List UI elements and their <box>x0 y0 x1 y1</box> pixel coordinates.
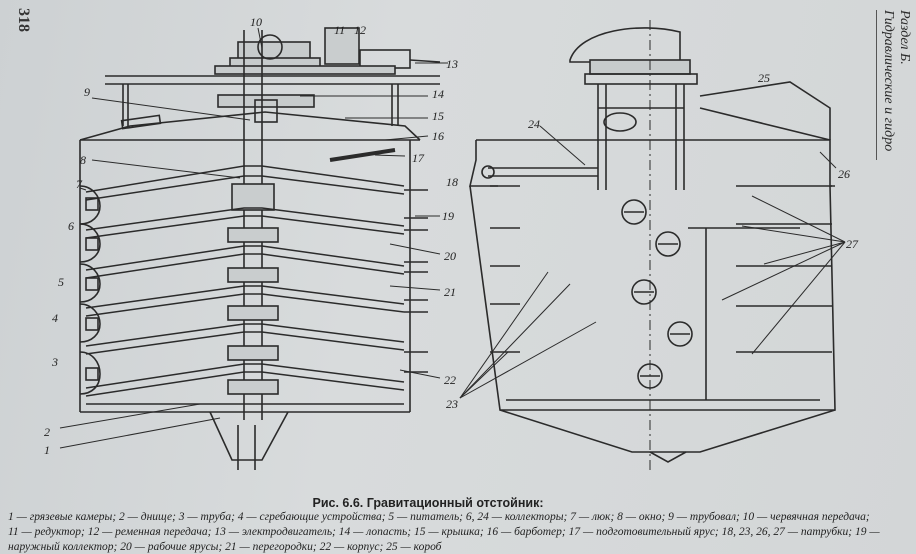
callout-18: 18 <box>446 175 458 189</box>
callout-24: 24 <box>528 117 540 131</box>
caption-title: Рис. 6.6. Гравитационный отстойник: <box>312 496 544 510</box>
callout-16: 16 <box>432 129 444 143</box>
cover <box>79 111 421 162</box>
callout-11: 11 <box>334 23 345 37</box>
callout-12: 12 <box>354 23 366 37</box>
callout-3: 3 <box>51 355 58 369</box>
callout-23: 23 <box>446 397 458 411</box>
callout-25: 25 <box>758 71 770 85</box>
callout-5: 5 <box>58 275 64 289</box>
mud-chambers <box>79 185 101 395</box>
callout-9: 9 <box>84 85 90 99</box>
callout-4: 4 <box>52 311 58 325</box>
callout-6: 6 <box>68 219 74 233</box>
page-number: 318 <box>15 8 32 32</box>
left-view-nozzles <box>404 189 428 373</box>
callout-19: 19 <box>442 209 454 223</box>
callout-15: 15 <box>432 109 444 123</box>
callout-2: 2 <box>44 425 50 439</box>
running-header: Раздел Б. Гидравлические и гидро <box>876 10 912 160</box>
collector-pipe <box>481 165 598 179</box>
right-drive <box>569 20 698 470</box>
caption-legend-line-2: 11 — редуктор; 12 — ременная передача; 1… <box>8 526 880 538</box>
callout-7: 7 <box>76 177 83 191</box>
callout-10: 10 <box>250 15 262 29</box>
figure-caption: Рис. 6.6. Гравитационный отстойник: 1 — … <box>0 496 916 554</box>
callout-22: 22 <box>444 373 456 387</box>
callout-14: 14 <box>432 87 444 101</box>
hatches <box>621 199 693 389</box>
callout-20: 20 <box>444 249 456 263</box>
callout-13: 13 <box>446 57 458 71</box>
central-shaft <box>227 30 279 420</box>
drive-assembly <box>105 27 441 126</box>
callout-8: 8 <box>80 153 86 167</box>
tank-body <box>79 140 411 470</box>
right-nozzles <box>490 185 832 353</box>
tiers <box>85 165 405 397</box>
caption-legend-line-3: наружный коллектор; 20 — рабочие ярусы; … <box>8 541 442 553</box>
caption-legend-line-1: 1 — грязевые камеры; 2 — днище; 3 — труб… <box>8 511 870 523</box>
right-tank <box>468 81 836 463</box>
callout-26: 26 <box>838 167 850 181</box>
callout-labels: 1 2 3 4 5 6 7 8 9 10 11 12 13 14 15 16 1… <box>44 15 859 457</box>
figure-drawing: 1 2 3 4 5 6 7 8 9 10 11 12 13 14 15 16 1… <box>44 15 859 470</box>
callout-27: 27 <box>846 237 859 251</box>
callout-1: 1 <box>44 443 50 457</box>
leader-lines <box>59 27 846 449</box>
callout-17: 17 <box>412 151 425 165</box>
callout-21: 21 <box>444 285 456 299</box>
